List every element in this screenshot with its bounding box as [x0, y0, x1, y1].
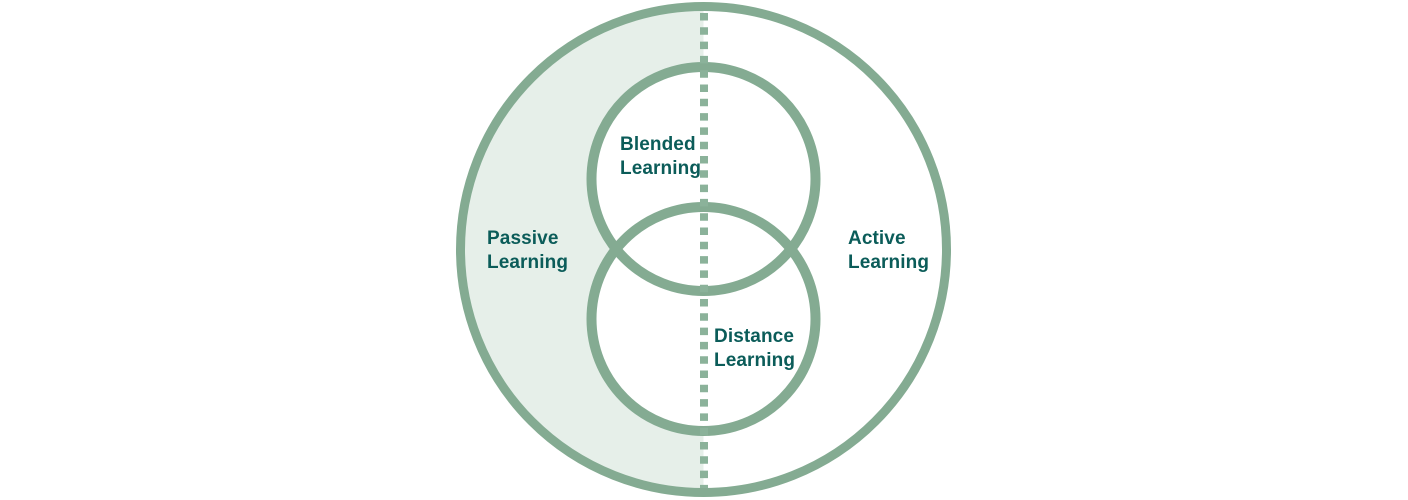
- outer-circle: [456, 2, 951, 497]
- label-distance-learning: Distance Learning: [714, 326, 796, 371]
- label-active-learning: Active Learning: [848, 228, 930, 273]
- label-passive-learning: Passive Learning: [487, 228, 569, 273]
- label-blended-learning: Blended Learning: [620, 134, 702, 179]
